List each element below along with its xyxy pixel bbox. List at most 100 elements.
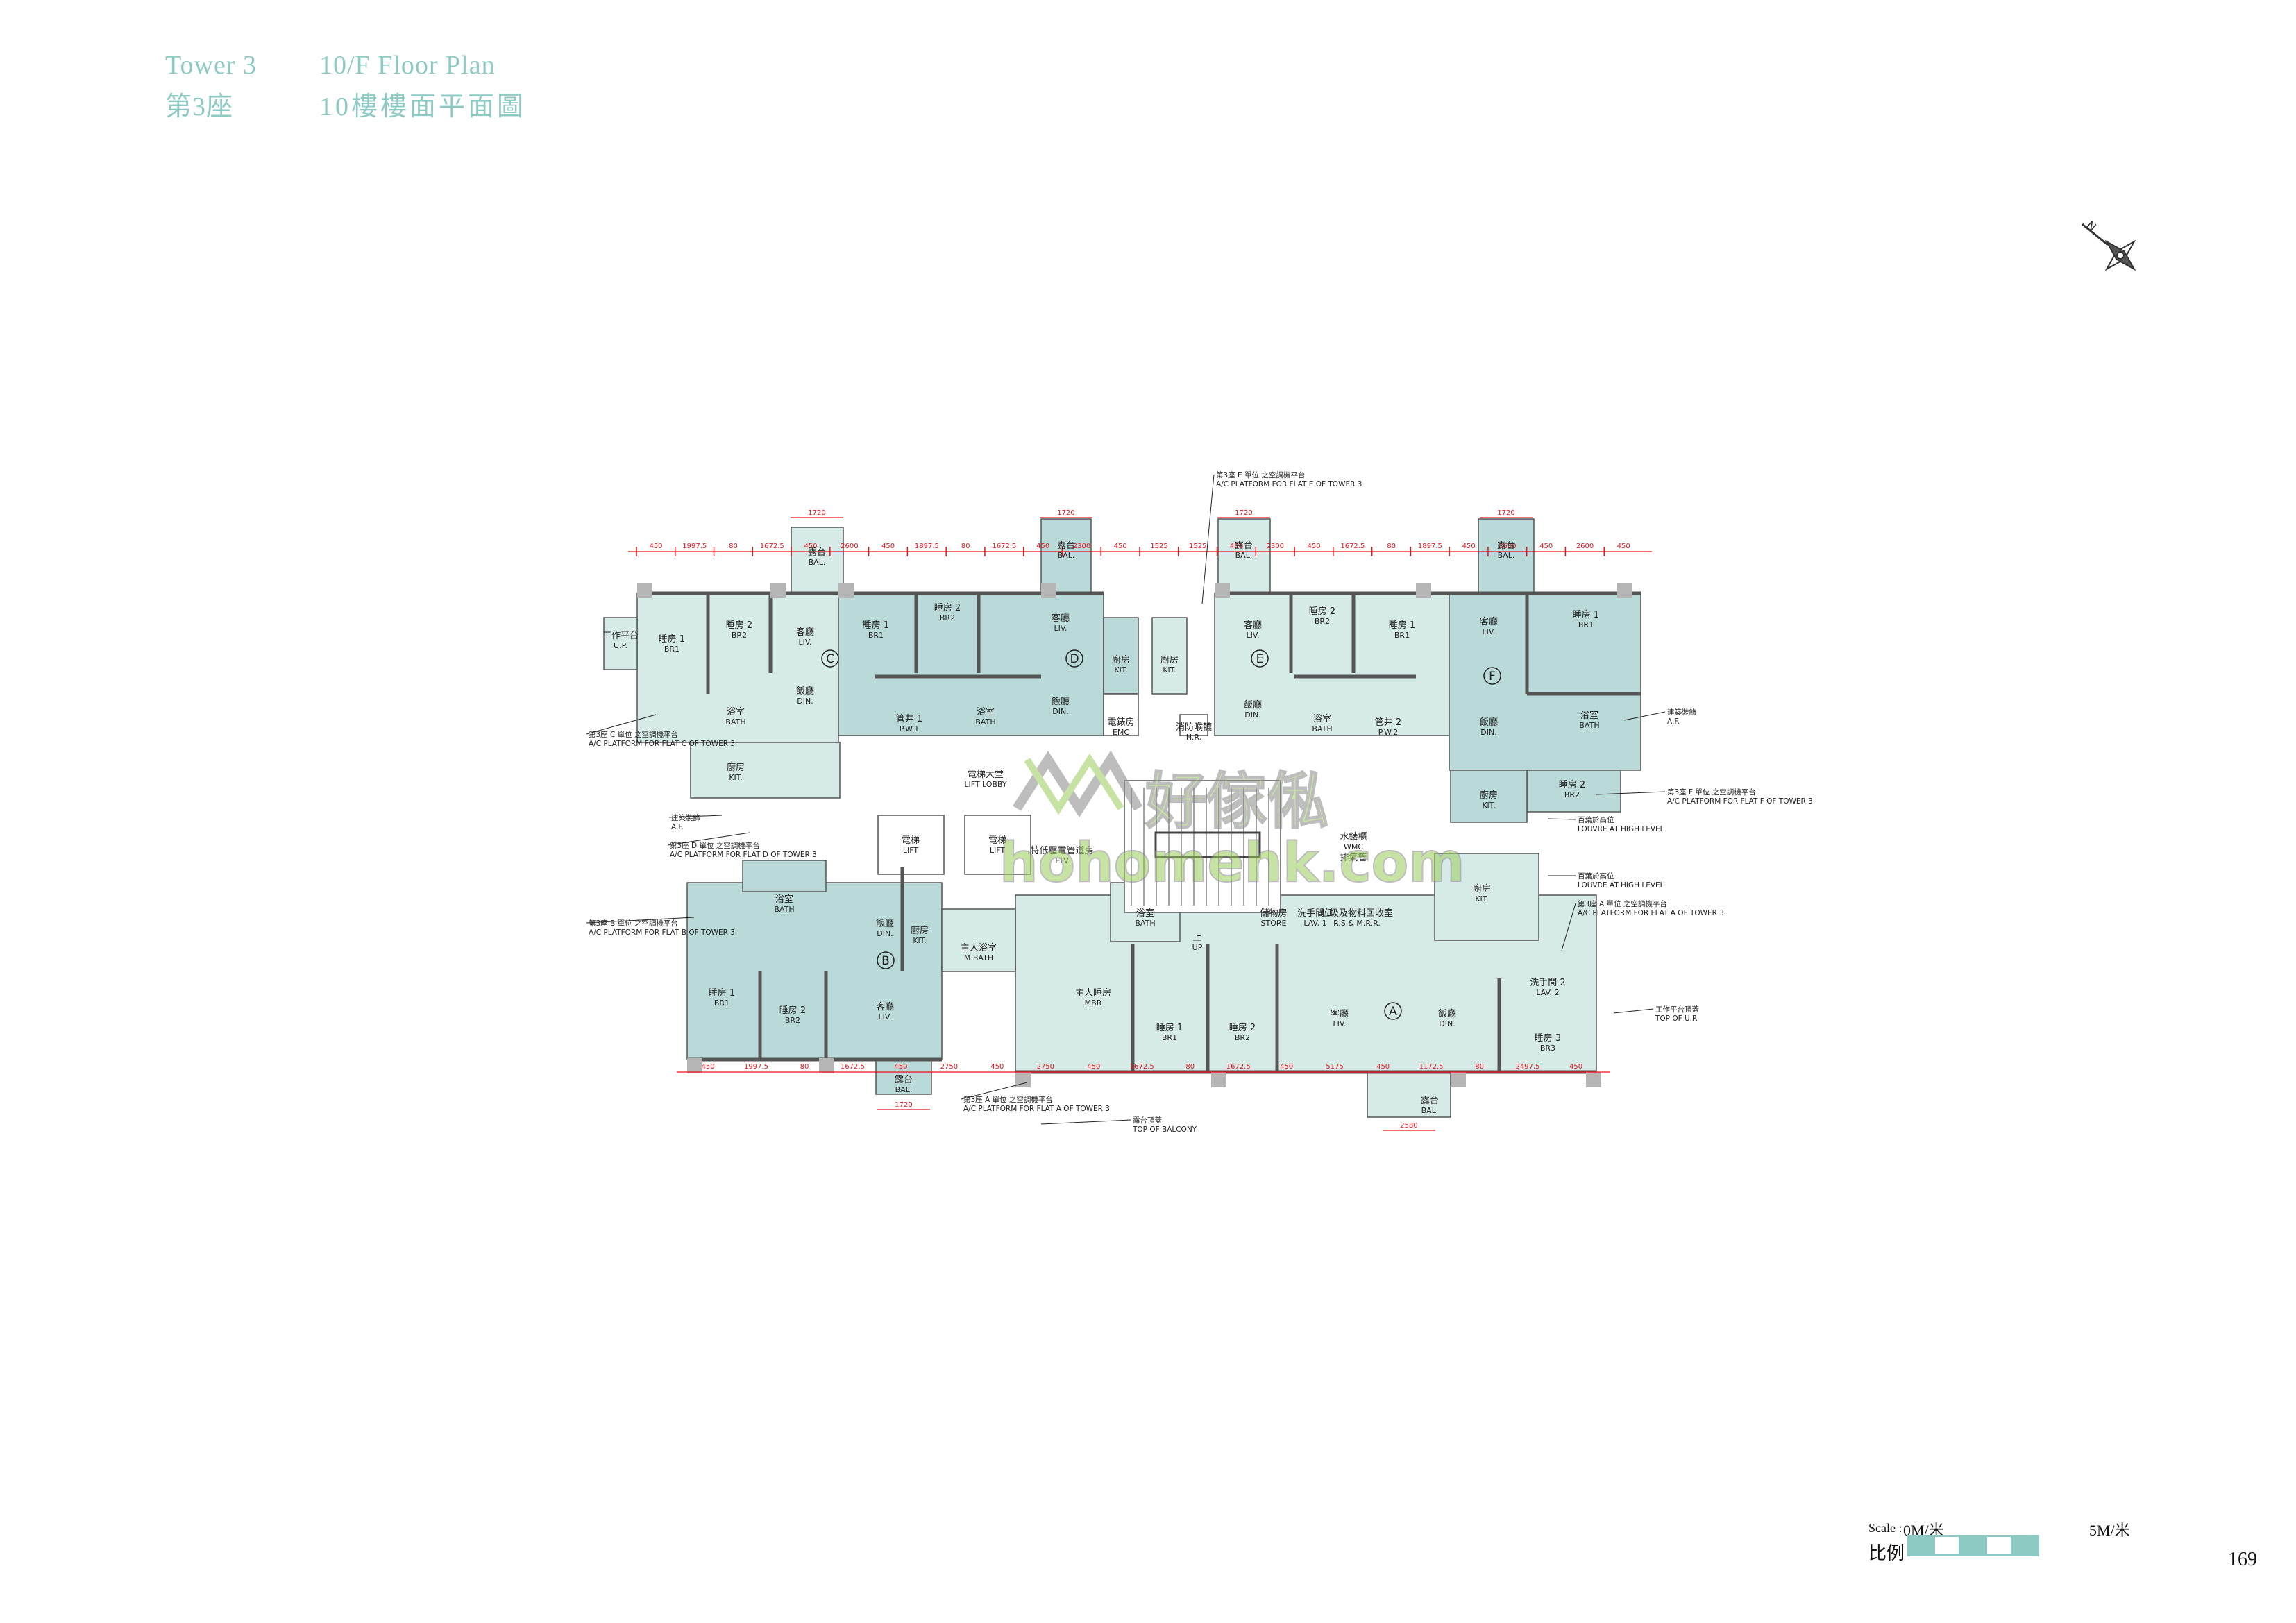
structural-column [819,1058,834,1073]
balcony-width-label: 1720 [1057,509,1074,517]
dimension-label: 2600 [1499,543,1516,550]
room-label-mbr-en: MBR [1085,999,1102,1008]
annotation-af_right-en: A.F. [1667,717,1680,726]
dimension-label: 2750 [940,1063,958,1071]
page-number: 169 [2228,1549,2257,1570]
room-label-br1: 睡房 1 [1156,1022,1183,1033]
annotation-leader-line [586,917,695,924]
stair-well [1154,831,1261,858]
unit-marker-circle [1483,667,1501,685]
watermark-site: hohomehk.com [999,832,1465,894]
room-label-store-en: STORE [1261,919,1287,928]
annotation-ac_a-en: A/C PLATFORM FOR FLAT A OF TOWER 3 [963,1105,1110,1113]
balcony-width-label: 1720 [808,509,825,517]
room-label-liv-en: LIV. [1483,627,1496,636]
annotation-ac_a: 第3座 A 單位 之空調機平台 [963,1095,1053,1104]
north-compass-icon: N [2082,219,2136,271]
room-label-mbr: 主人睡房 [1075,987,1111,999]
room-label-bath-en: BATH [1312,724,1332,733]
room-label-bath: 浴室 [727,706,745,717]
dimension-label: 5175 [1326,1063,1343,1071]
annotation-top_up: 工作平台頂蓋 [1655,1005,1699,1014]
unit-letter-D: D [1070,652,1079,666]
room-label-bal-en: BAL. [1058,551,1075,560]
annotation-louvre1-en: LOUVRE AT HIGH LEVEL [1578,825,1664,833]
room-area [1179,714,1208,736]
room-area [964,815,1031,875]
room-label-bath-en: BATH [774,905,794,914]
annotation-ac_e-en: A/C PLATFORM FOR FLAT E OF TOWER 3 [1216,480,1362,488]
unit-marker-circle [1065,649,1083,668]
structural-column [770,583,786,598]
room-label-br1: 睡房 1 [659,634,685,645]
dimension-label: 80 [729,543,738,550]
dimension-label: 450 [1087,1063,1100,1071]
room-label-br2: 睡房 2 [934,602,961,613]
structural-column [1451,1072,1466,1087]
room-label-br1-en: BR1 [868,631,884,640]
room-label-bal: 露台 [1497,541,1515,551]
structural-column [1041,583,1056,598]
room-label-lav2-en: LAV. 2 [1536,988,1559,997]
room-area [941,908,1016,972]
scale-label-en: Scale : [1868,1521,1902,1535]
room-label-din: 飯廳 [1480,717,1498,728]
room-label-br2-en: BR2 [1315,617,1330,626]
room-label-bath: 浴室 [775,894,793,905]
room-label-din: 飯廳 [876,918,894,929]
room-label-br1-en: BR1 [1162,1033,1177,1042]
annotation-af_left-en: A.F. [671,823,684,831]
floor-title-en: 10/F Floor Plan [319,51,496,80]
room-label-liv: 客廳 [876,1001,894,1012]
room-label-din: 飯廳 [796,686,814,697]
unit-letter-C: C [826,652,834,666]
dimension-label: 450 [894,1063,907,1071]
room-label-br1: 睡房 1 [709,987,735,999]
room-label-elv-en: ELV [1055,856,1069,865]
unit-letter-E: E [1256,652,1264,666]
annotation-top_up-en: TOP OF U.P. [1655,1014,1698,1023]
dimension-label: 2300 [1073,543,1090,550]
room-label-wmc: 水錶櫃 [1340,832,1367,842]
room-label-pw2: 管井 2 [1375,717,1401,728]
room-area [1526,770,1621,813]
dimension-label: 450 [1280,1063,1293,1071]
room-label-up: 工作平台 [602,631,639,641]
room-label-lobby: 電梯大堂 [968,770,1004,780]
room-label-kit: 廚房 [727,762,745,773]
room-label-bal: 露台 [808,547,826,558]
dimension-label: 1525 [1150,543,1167,550]
annotation-leader-line [1596,791,1666,795]
dimension-label: 450 [1539,543,1553,550]
room-label-store: 儲物房 [1260,908,1287,919]
scale-bar [1907,1535,2039,1556]
dimension-label: 450 [1462,543,1476,550]
annotation-leader-line [668,815,723,818]
unit-letter-F: F [1489,670,1496,683]
room-label-bal: 露台 [895,1075,913,1085]
room-label-br1-en: BR1 [1394,631,1410,640]
room-area [1040,518,1092,594]
room-label-kit: 廚房 [1480,790,1498,801]
annotation-ac_f-en: A/C PLATFORM FOR FLAT F OF TOWER 3 [1667,797,1813,806]
room-label-br3: 睡房 3 [1535,1033,1561,1044]
room-label-liv: 客廳 [1331,1008,1349,1019]
room-label-stair_up: 上 [1192,933,1201,943]
annotation-ac_c-en: A/C PLATFORM FOR FLAT C OF TOWER 3 [589,740,735,748]
room-label-lav1-en: LAV. 1 [1303,919,1326,928]
room-label-liv-en: LIV. [1333,1019,1347,1028]
annotation-ac_f: 第3座 F 單位 之空調機平台 [1667,788,1756,797]
dimension-label: 1672.5 [841,1063,865,1071]
dimension-label: 2600 [1576,543,1594,550]
room-label-br1: 睡房 1 [1389,620,1415,631]
room-area [1217,518,1271,594]
room-area [1434,853,1539,941]
dimension-label: 1897.5 [915,543,939,550]
room-area [1103,693,1139,736]
room-label-liv: 客廳 [796,627,814,638]
dimension-label: 2600 [841,543,858,550]
annotation-leader-line [961,1082,1028,1100]
watermark-brand: 好傢俬 [1145,765,1328,837]
room-area [1124,780,1281,913]
